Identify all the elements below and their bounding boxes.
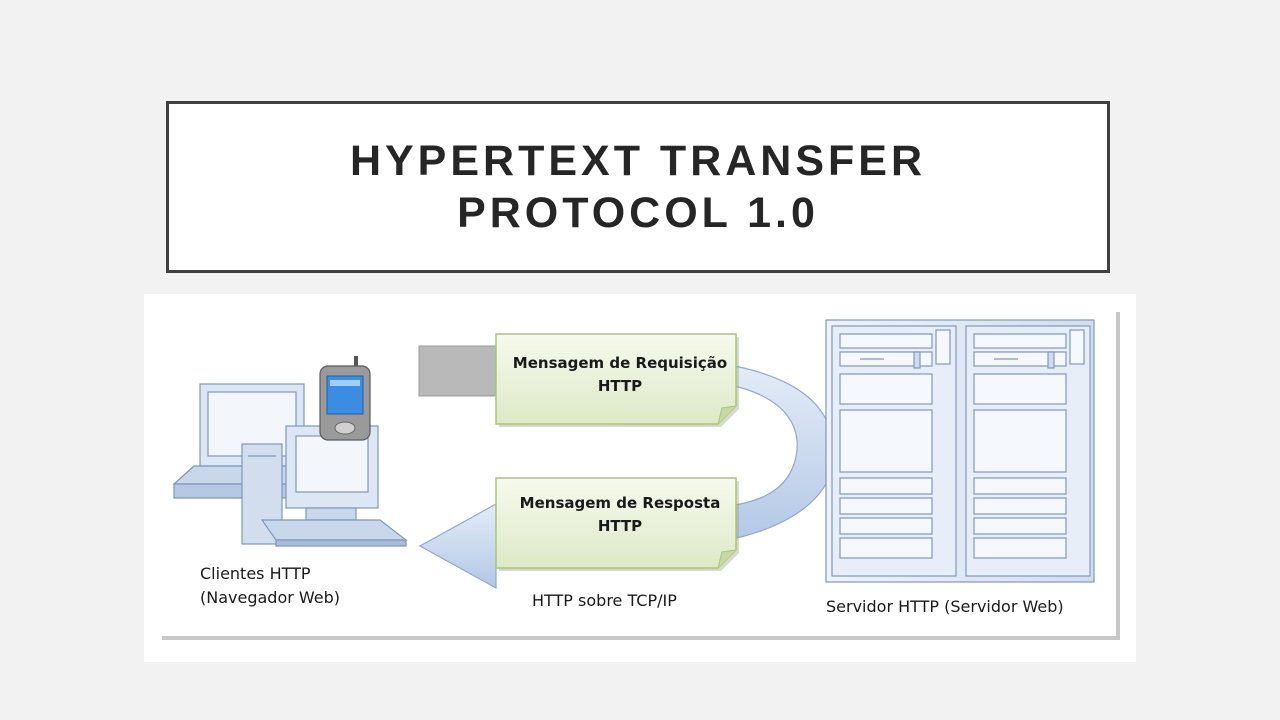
desktop-computer-icon — [172, 383, 408, 547]
title-box: HYPERTEXT TRANSFER PROTOCOL 1.0 — [166, 101, 1110, 273]
request-line-2: HTTP — [597, 377, 643, 395]
client-label: Clientes HTTP (Navegador Web) — [200, 562, 340, 610]
response-line-2: HTTP — [597, 517, 643, 535]
response-note-fold — [717, 549, 737, 569]
server-rack-icon — [825, 319, 1095, 583]
server-label: Servidor HTTP (Servidor Web) — [826, 597, 1064, 616]
transport-label: HTTP sobre TCP/IP — [532, 591, 677, 610]
request-line-1: Mensagem de Requisição — [512, 354, 728, 372]
request-message-text: Mensagem de Requisição HTTP — [506, 352, 734, 398]
client-label-line-2: (Navegador Web) — [200, 588, 341, 607]
diagram-graphics — [158, 308, 1120, 640]
title-line-2: PROTOCOL 1.0 — [457, 189, 819, 237]
response-line-1: Mensagem de Resposta — [519, 494, 721, 512]
client-label-line-1: Clientes HTTP — [200, 564, 311, 583]
request-note-fold — [717, 405, 737, 425]
response-message-text: Mensagem de Resposta HTTP — [506, 492, 734, 538]
mobile-phone-icon — [319, 356, 371, 441]
loop-back-band — [418, 345, 505, 397]
title-line-1: HYPERTEXT TRANSFER — [349, 137, 927, 185]
http-diagram: Mensagem de Requisição HTTP Mensagem de … — [144, 294, 1136, 662]
slide-title: HYPERTEXT TRANSFER PROTOCOL 1.0 — [350, 135, 926, 239]
